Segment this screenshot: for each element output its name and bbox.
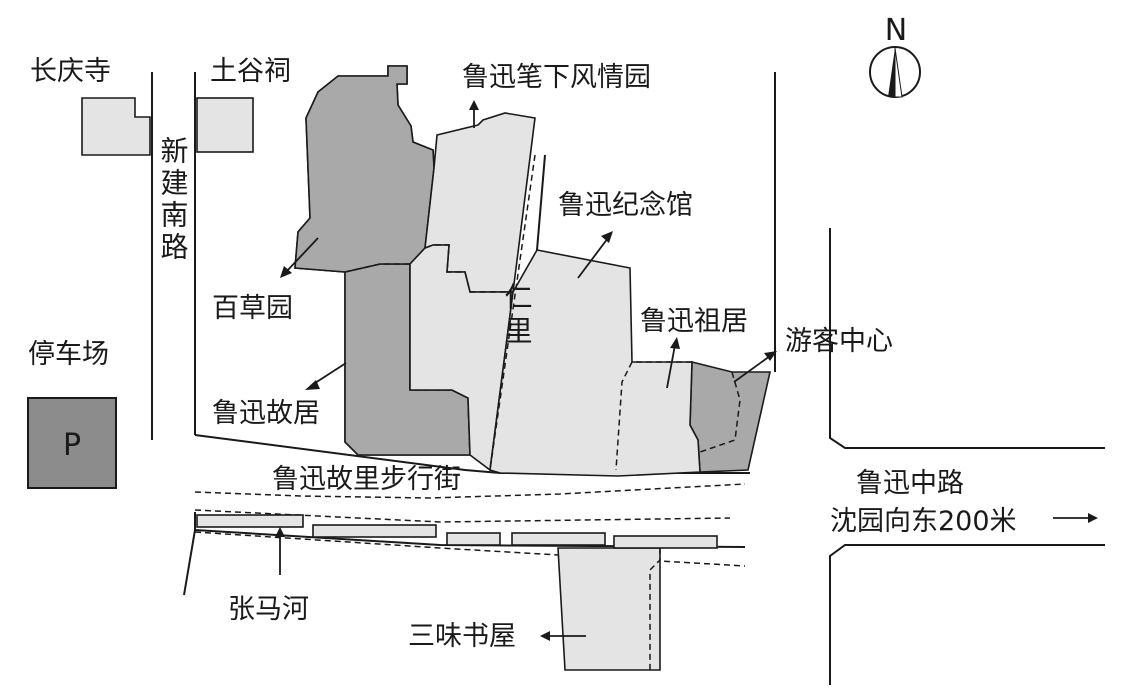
label-xinjian-south-road: 新建南路	[157, 136, 190, 264]
xinjian-road-south-segment	[183, 512, 196, 596]
label-luxun-scenes-garden: 鲁迅笔下风情园	[462, 62, 651, 93]
river-south-dashed	[194, 531, 746, 567]
memorial-hall-arrow-icon	[577, 231, 613, 279]
former-residence-arrow-icon	[305, 362, 347, 390]
label-tugu-shrine: 土谷祠	[210, 56, 291, 87]
visitor-center-area	[689, 360, 771, 473]
sanwei-dashed-divider	[649, 548, 661, 670]
visitor-dashed-divider	[699, 371, 741, 453]
compass-north-label: N	[885, 13, 907, 48]
hometown-street-north-edge	[194, 434, 466, 471]
parking-sign-letter: P	[63, 428, 81, 463]
hometown-street-lower-dashed	[194, 509, 731, 523]
parking-sign-box	[27, 397, 117, 489]
luxun-middle-road-south-line	[829, 544, 1105, 685]
label-changqing-temple: 长庆寺	[30, 56, 111, 87]
renli-dashed-line	[489, 154, 536, 471]
river-bar-2	[312, 524, 437, 538]
label-visitor-center: 游客中心	[785, 326, 893, 357]
label-luxun-ancestral-home: 鲁迅祖居	[640, 306, 748, 337]
changqing-temple-block	[81, 97, 151, 156]
baicao-north-area	[294, 65, 435, 273]
label-zhangma-river: 张马河	[228, 594, 309, 625]
label-luxun-middle-road: 鲁迅中路	[856, 468, 964, 499]
shenyuan-arrow-icon	[1053, 513, 1098, 523]
river-bar-1	[196, 514, 304, 528]
river-bar-5	[613, 535, 718, 549]
compass-icon	[869, 46, 921, 98]
sanwei-study-arrow-icon	[540, 631, 586, 641]
luxun-middle-road-north-line	[829, 228, 1105, 449]
label-shenyuan-direction: 沈园向东200米	[830, 506, 1017, 537]
label-luxun-memorial-hall: 鲁迅纪念馆	[558, 190, 693, 221]
ancestral-home-arrow-icon	[666, 337, 680, 389]
river-bar-3	[446, 532, 501, 546]
memorial-dashed-divider	[615, 361, 692, 471]
label-parking: 停车场	[28, 339, 109, 370]
scenes-garden-arrow-icon	[469, 100, 479, 128]
label-baicao-garden: 百草园	[212, 293, 293, 324]
river-bar-4	[511, 532, 606, 546]
label-renli: 仁里	[501, 282, 534, 350]
visitor-center-arrow-icon	[733, 351, 777, 383]
label-luxun-hometown-street: 鲁迅故里步行街	[272, 464, 461, 495]
label-luxun-former-residence: 鲁迅故居	[212, 398, 320, 429]
renli-west-solid	[536, 154, 546, 251]
sanwei-study-area	[557, 547, 661, 671]
label-sanwei-study: 三味书屋	[408, 621, 516, 652]
baicao-dashed-divider	[344, 263, 410, 273]
zhangma-river-arrow-icon	[275, 527, 285, 575]
baicao-arrow-icon	[280, 237, 319, 278]
scenes-dashed-divider	[424, 244, 513, 293]
hometown-street-south-dashed	[194, 483, 746, 499]
tugu-shrine-block	[196, 97, 254, 153]
memorial-hall-area	[489, 249, 701, 477]
